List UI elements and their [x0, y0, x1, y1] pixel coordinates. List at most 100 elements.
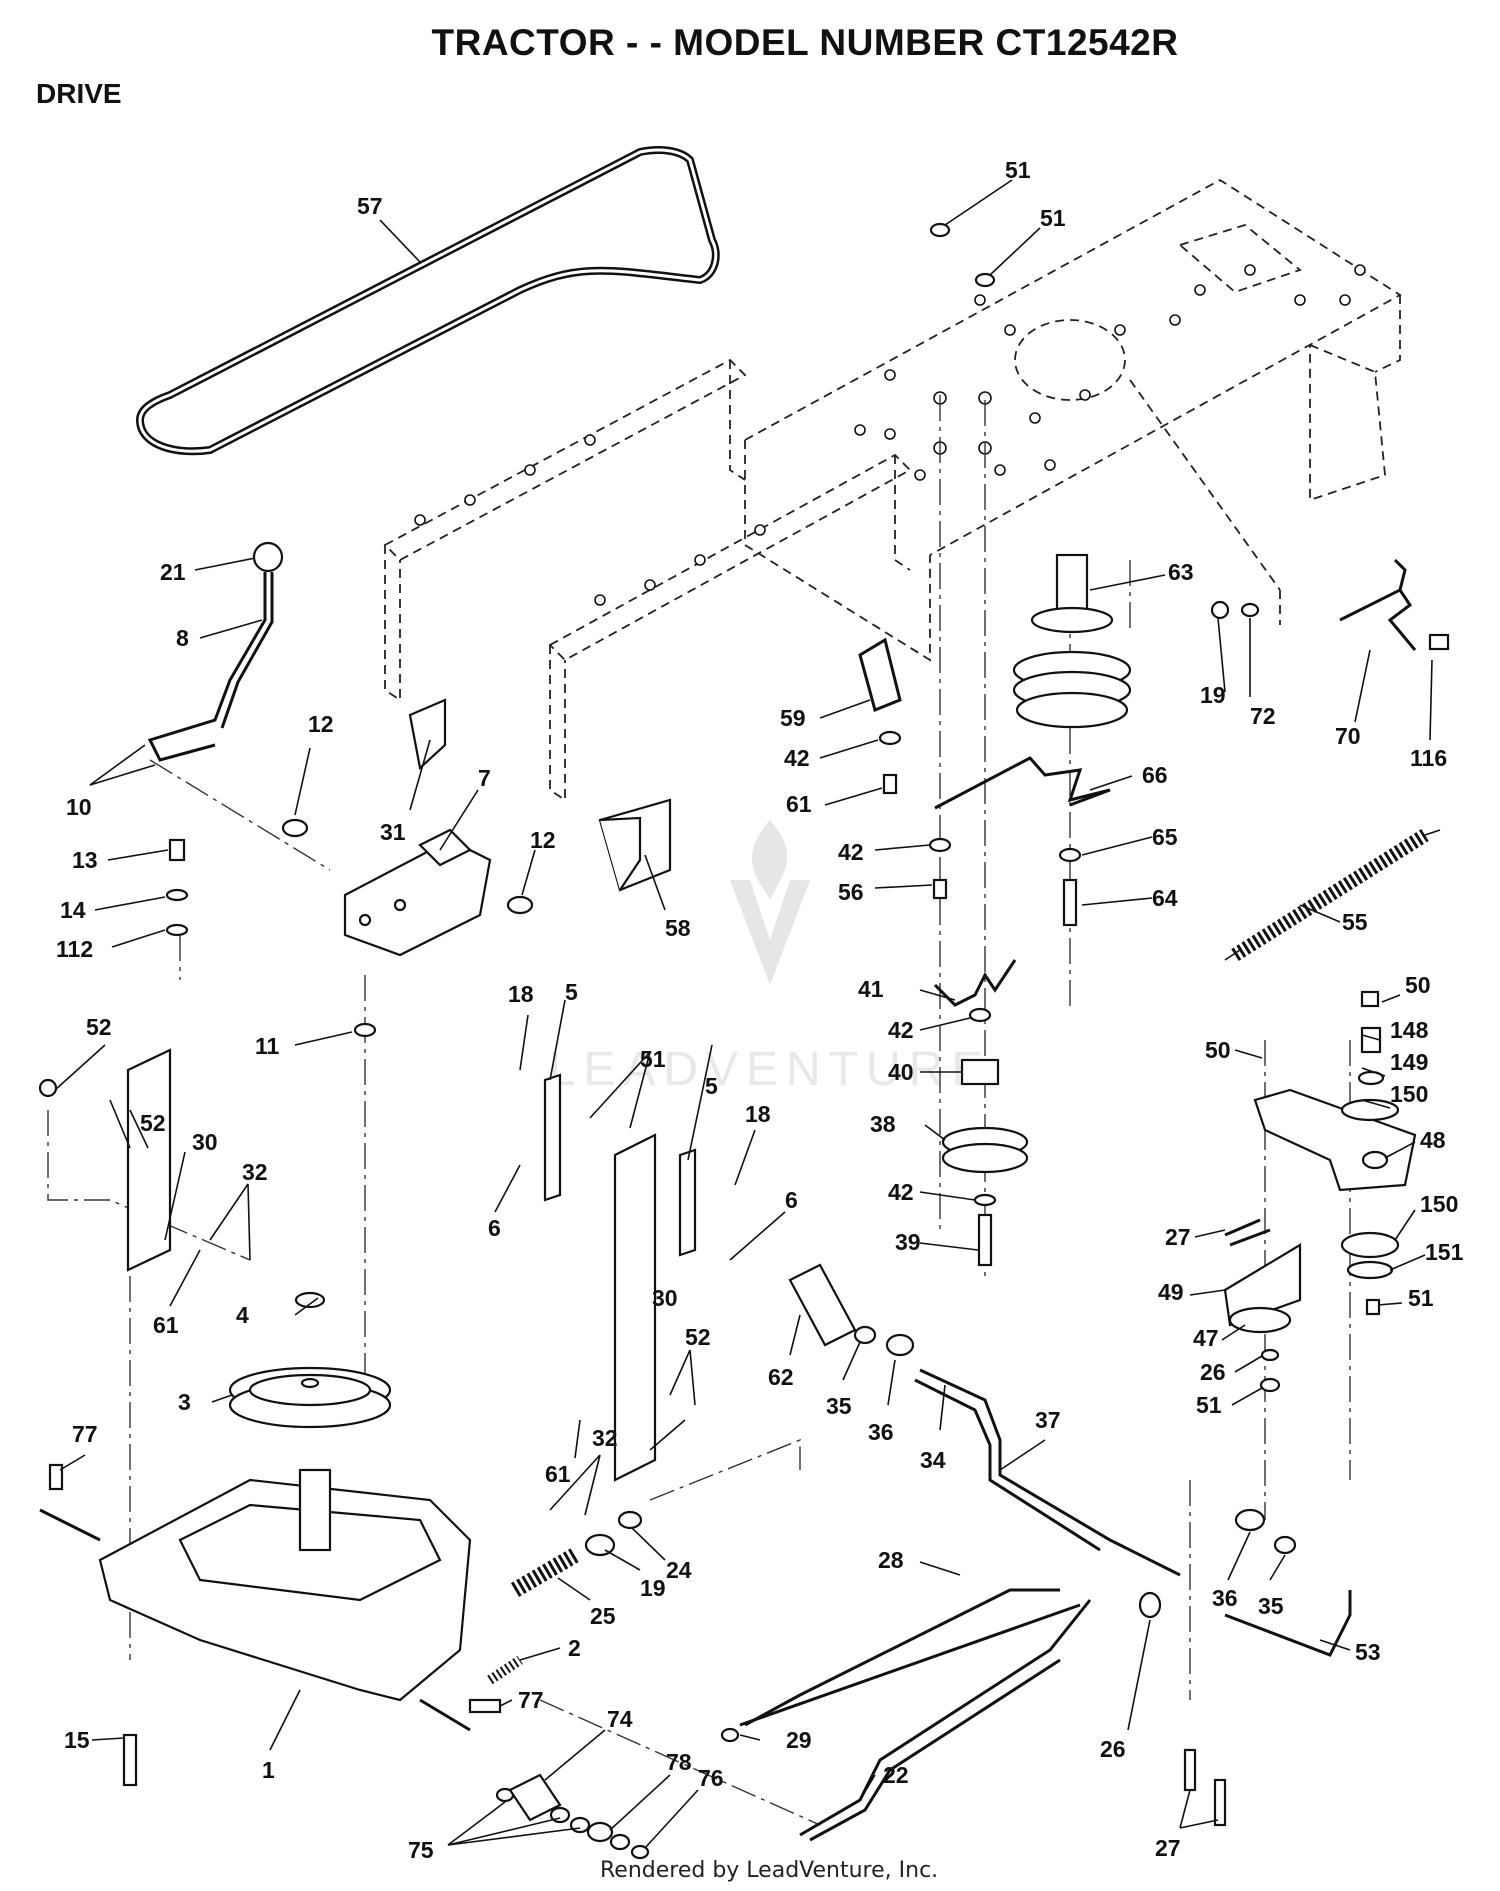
- label-36: 36: [1212, 1585, 1238, 1611]
- label-31: 31: [380, 819, 406, 845]
- label-78: 78: [666, 1749, 692, 1775]
- fasteners: [38, 222, 1450, 1098]
- label-12: 12: [308, 711, 334, 737]
- label-12: 12: [530, 827, 556, 853]
- label-6: 6: [785, 1187, 798, 1213]
- label-42: 42: [838, 839, 864, 865]
- axle-spacers: [48, 1463, 650, 1860]
- label-65: 65: [1152, 824, 1178, 850]
- label-52: 52: [86, 1014, 112, 1040]
- label-75: 75: [408, 1837, 434, 1863]
- page-title: TRACTOR - - MODEL NUMBER CT12542R: [431, 22, 1179, 63]
- label-70: 70: [1335, 723, 1361, 749]
- mounting-brackets: [126, 1048, 697, 1482]
- label-42: 42: [784, 745, 810, 771]
- label-150: 150: [1420, 1191, 1458, 1217]
- label-3: 3: [178, 1389, 191, 1415]
- label-35: 35: [826, 1393, 852, 1419]
- label-55: 55: [1342, 909, 1368, 935]
- label-1: 1: [262, 1757, 275, 1783]
- label-27: 27: [1165, 1224, 1191, 1250]
- label-61: 61: [786, 791, 812, 817]
- idler-pulley-38: [941, 1058, 1029, 1267]
- part-number-labels: 57 51 51 63 21 8 12 10 31 7 12 13 14 112…: [56, 157, 1464, 1863]
- label-19: 19: [640, 1575, 666, 1601]
- label-15: 15: [64, 1727, 90, 1753]
- label-11: 11: [255, 1033, 280, 1059]
- footer-credit: Rendered by LeadVenture, Inc.: [600, 1858, 939, 1883]
- label-32: 32: [242, 1159, 268, 1185]
- label-35: 35: [1258, 1593, 1284, 1619]
- label-39: 39: [895, 1229, 921, 1255]
- label-19: 19: [1200, 682, 1226, 708]
- label-18: 18: [745, 1101, 771, 1127]
- label-51: 51: [1040, 205, 1066, 231]
- label-7: 7: [478, 765, 491, 791]
- label-5: 5: [565, 979, 578, 1005]
- label-50: 50: [1205, 1037, 1231, 1063]
- bracket-7: [343, 698, 534, 957]
- label-40: 40: [888, 1059, 914, 1085]
- label-61: 61: [545, 1461, 571, 1487]
- label-21: 21: [160, 559, 186, 585]
- leader-lines: [54, 179, 1433, 1849]
- label-63: 63: [1168, 559, 1194, 585]
- label-26: 26: [1200, 1359, 1226, 1385]
- label-2: 2: [568, 1635, 581, 1661]
- transmission-pulley-3: [228, 1291, 392, 1429]
- label-8: 8: [176, 625, 189, 651]
- label-148: 148: [1390, 1017, 1429, 1043]
- label-52: 52: [685, 1324, 711, 1350]
- label-50: 50: [1405, 972, 1431, 998]
- transaxle-1: [39, 1468, 472, 1787]
- watermark-text: LEADVENTURE: [549, 1043, 992, 1096]
- label-61: 61: [153, 1312, 179, 1338]
- label-30: 30: [192, 1129, 218, 1155]
- label-18: 18: [508, 981, 534, 1007]
- label-14: 14: [60, 897, 86, 923]
- label-49: 49: [1158, 1279, 1184, 1305]
- label-112: 112: [56, 936, 93, 962]
- label-51: 51: [1196, 1392, 1222, 1418]
- label-25: 25: [590, 1603, 616, 1629]
- label-4: 4: [236, 1302, 249, 1328]
- label-10: 10: [66, 794, 92, 820]
- watermark: LEADVENTURE: [549, 820, 992, 1096]
- label-24: 24: [666, 1557, 692, 1583]
- label-32: 32: [592, 1425, 618, 1451]
- label-13: 13: [72, 847, 98, 873]
- label-38: 38: [870, 1111, 896, 1137]
- label-37: 37: [1035, 1407, 1061, 1433]
- label-76: 76: [698, 1765, 724, 1791]
- label-51: 51: [1408, 1285, 1434, 1311]
- label-48: 48: [1420, 1127, 1446, 1153]
- label-42: 42: [888, 1179, 914, 1205]
- label-22: 22: [883, 1762, 909, 1788]
- label-41: 41: [858, 976, 884, 1002]
- label-29: 29: [786, 1727, 812, 1753]
- label-74: 74: [607, 1706, 633, 1732]
- label-28: 28: [878, 1547, 904, 1573]
- label-53: 53: [1355, 1639, 1381, 1665]
- label-150: 150: [1390, 1081, 1428, 1107]
- label-77: 77: [518, 1687, 544, 1713]
- label-47: 47: [1193, 1325, 1219, 1351]
- label-6: 6: [488, 1215, 501, 1241]
- tractor-frame-phantom: [383, 178, 1402, 802]
- section-title: DRIVE: [36, 78, 122, 109]
- links: [858, 558, 1417, 713]
- label-151: 151: [1425, 1239, 1464, 1265]
- label-62: 62: [768, 1364, 794, 1390]
- label-57: 57: [357, 193, 383, 219]
- label-77: 77: [72, 1421, 98, 1447]
- label-51: 51: [1005, 157, 1031, 183]
- drive-belt: [135, 146, 720, 456]
- label-27: 27: [1155, 1835, 1181, 1861]
- idler-bracket-48: [1223, 990, 1417, 1393]
- label-56: 56: [838, 879, 864, 905]
- shafts-and-rods: [720, 1263, 1352, 1842]
- frame-holes: [414, 264, 1366, 606]
- label-51: 51: [640, 1046, 666, 1072]
- label-36: 36: [868, 1419, 894, 1445]
